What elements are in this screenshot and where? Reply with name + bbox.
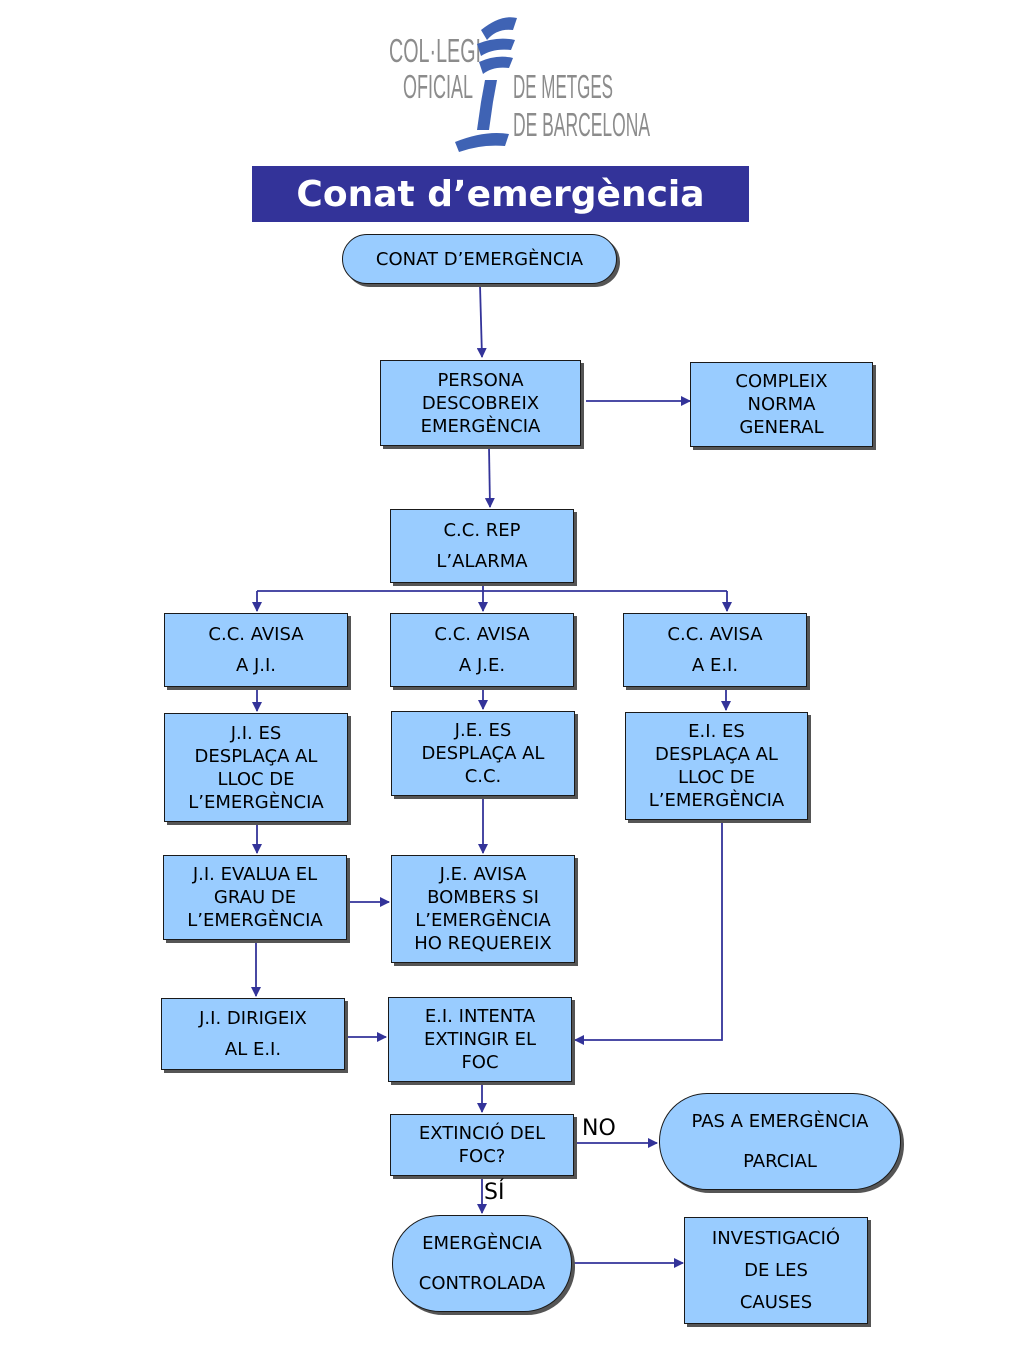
logo-line-3: DE METGES: [513, 68, 613, 105]
node-je-desplaca: J.E. ES DESPLAÇA AL C.C.: [391, 711, 575, 796]
node-text: FOC: [461, 1052, 499, 1073]
node-text: J.I. DIRIGEIX: [199, 1008, 307, 1029]
node-text: GENERAL: [739, 417, 824, 438]
node-text: CONTROLADA: [418, 1272, 546, 1294]
node-text: A J.I.: [235, 655, 277, 677]
node-ji-desplaca: J.I. ES DESPLAÇA AL LLOC DE L’EMERGÈNCIA: [164, 713, 348, 822]
logo-line-4: DE BARCELONA: [513, 106, 650, 143]
node-text: L’EMERGÈNCIA: [187, 910, 323, 931]
node-ei-desplaca: E.I. ES DESPLAÇA AL LLOC DE L’EMERGÈNCIA: [625, 712, 808, 820]
node-text: A J.E.: [458, 655, 506, 677]
node-text: L’EMERGÈNCIA: [188, 791, 324, 813]
node-text: DESCOBREIX: [421, 392, 540, 414]
arrow-start-to-persona: [476, 284, 487, 358]
node-ji-dirigeix: J.I. DIRIGEIX AL E.I.: [161, 998, 345, 1070]
node-text: E.I. INTENTA: [424, 1006, 536, 1027]
node-je-avisa-bombers: J.E. AVISA BOMBERS SI L’EMERGÈNCIA HO RE…: [391, 855, 575, 963]
node-text: DESPLAÇA AL: [421, 743, 545, 764]
node-text: J.I. ES: [230, 722, 282, 744]
logo-line-1: COL·LEGI: [389, 32, 481, 69]
node-text: J.E. ES: [454, 720, 512, 741]
node-text: HO REQUEREIX: [414, 933, 552, 954]
node-text: FOC?: [458, 1146, 506, 1167]
node-text: E.I. ES: [688, 721, 745, 742]
node-text: LLOC DE: [217, 768, 295, 790]
node-cc-rep-alarma: C.C. REP L’ALARMA: [390, 509, 574, 583]
node-text: C.C. AVISA: [434, 623, 530, 645]
node-text: L’ALARMA: [436, 551, 528, 573]
node-text: EXTINCIÓ DEL: [418, 1123, 546, 1144]
node-text: PARCIAL: [743, 1150, 817, 1172]
node-extincio-foc: EXTINCIÓ DEL FOC?: [390, 1114, 574, 1176]
node-text: L’EMERGÈNCIA: [415, 910, 551, 931]
node-text: C.C. AVISA: [667, 623, 763, 645]
node-ji-evalua: J.I. EVALUA EL GRAU DE L’EMERGÈNCIA: [163, 855, 347, 940]
node-text: J.I. EVALUA EL: [192, 864, 318, 885]
node-text: CONAT D’EMERGÈNCIA: [375, 248, 584, 270]
node-text: NORMA: [747, 394, 816, 415]
node-text: A E.I.: [691, 655, 739, 677]
node-emergencia-controlada: EMERGÈNCIA CONTROLADA: [392, 1215, 572, 1312]
node-text: J.E. AVISA: [439, 864, 527, 885]
node-text: GRAU DE: [213, 887, 297, 908]
page-title: Conat d’emergència: [252, 166, 749, 222]
node-text: INVESTIGACIÓ: [711, 1228, 841, 1249]
node-text: EMERGÈNCIA: [422, 1233, 542, 1255]
logo: COL·LEGI OFICIAL DE METGES DE BARCELONA: [385, 10, 665, 155]
node-ei-intenta: E.I. INTENTA EXTINGIR EL FOC: [388, 997, 572, 1082]
logo-line-2: OFICIAL: [403, 68, 473, 105]
node-text: C.C.: [464, 766, 502, 787]
node-text: C.C. AVISA: [208, 623, 304, 645]
arrow-eidesplaca-to-eiintenta: [574, 820, 723, 1045]
edge-label-si: SÍ: [484, 1180, 505, 1205]
node-text: DESPLAÇA AL: [194, 745, 318, 767]
node-text: DE LES: [744, 1260, 808, 1281]
node-compleix-norma: COMPLEIX NORMA GENERAL: [690, 362, 873, 447]
node-cc-avisa-je: C.C. AVISA A J.E.: [390, 613, 574, 687]
node-text: DESPLAÇA AL: [655, 744, 778, 765]
logo-mark-icon: [455, 17, 517, 152]
node-text: C.C. REP: [443, 519, 521, 541]
node-text: PERSONA: [437, 369, 524, 391]
node-conat-emergencia: CONAT D’EMERGÈNCIA: [342, 234, 617, 284]
node-text: EMERGÈNCIA: [420, 415, 541, 437]
node-text: COMPLEIX: [735, 371, 828, 392]
node-text: L’EMERGÈNCIA: [648, 790, 785, 811]
arrow-persona-to-ccrep: [484, 446, 495, 508]
node-pas-emergencia-parcial: PAS A EMERGÈNCIA PARCIAL: [659, 1093, 901, 1190]
node-cc-avisa-ei: C.C. AVISA A E.I.: [623, 613, 807, 687]
node-investigacio-causes: INVESTIGACIÓ DE LES CAUSES: [684, 1217, 868, 1324]
node-text: BOMBERS SI: [427, 887, 539, 908]
node-text: CAUSES: [739, 1292, 813, 1313]
node-persona-descobreix: PERSONA DESCOBREIX EMERGÈNCIA: [380, 360, 581, 446]
node-text: EXTINGIR EL: [423, 1029, 537, 1050]
node-text: PAS A EMERGÈNCIA: [691, 1111, 869, 1133]
edge-label-no: NO: [582, 1116, 616, 1141]
node-cc-avisa-ji: C.C. AVISA A J.I.: [164, 613, 348, 687]
node-text: AL E.I.: [224, 1039, 282, 1060]
node-text: LLOC DE: [677, 767, 756, 788]
